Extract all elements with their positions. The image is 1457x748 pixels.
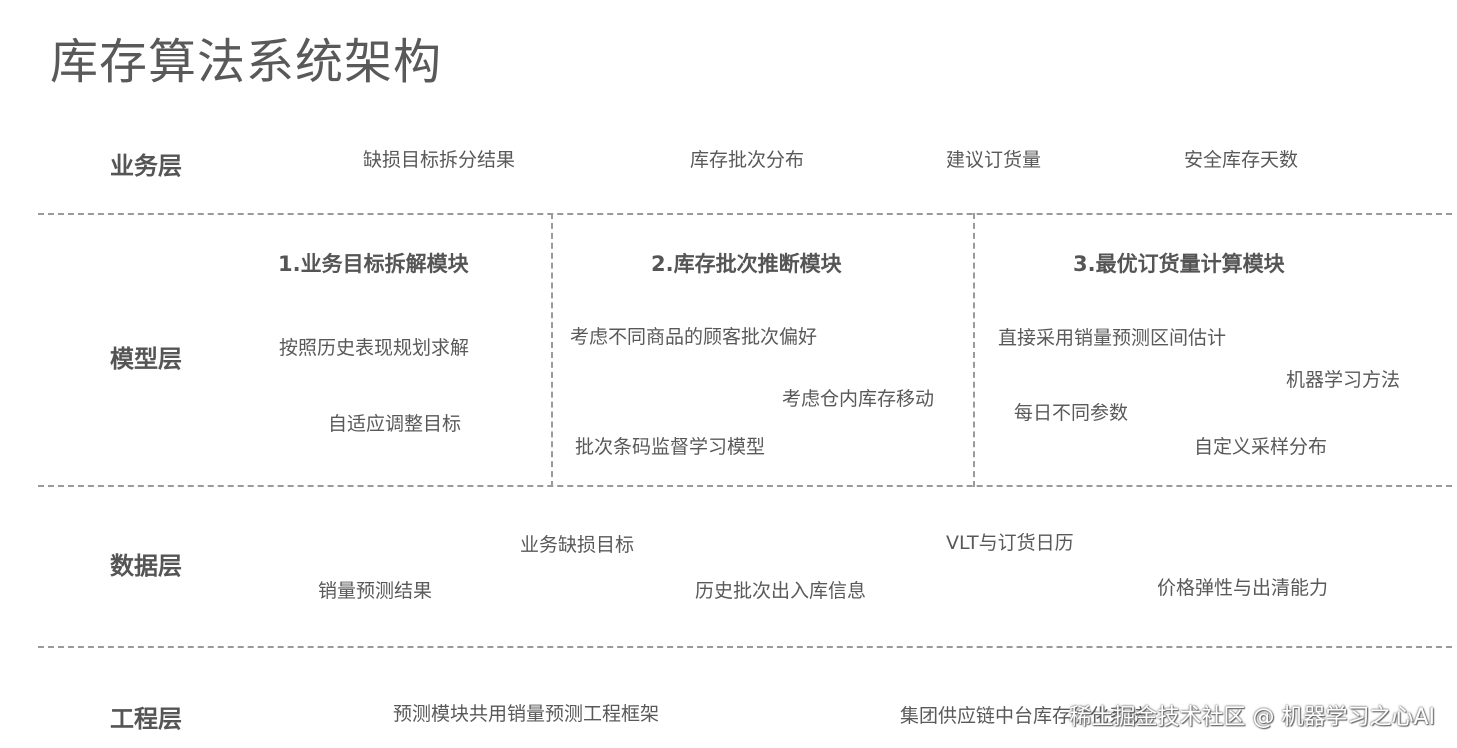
divider-data-engineering [38,646,1452,648]
divider-module-1-2 [551,213,553,487]
layer-label-model: 模型层 [110,345,182,373]
business-item: 建议订货量 [946,149,1042,171]
business-item: 缺损目标拆分结果 [363,149,516,171]
watermark-text: 稀土掘金技术社区 @ 机器学习之心AI [1069,705,1435,730]
business-item: 库存批次分布 [690,149,805,171]
data-item: 业务缺损目标 [520,534,635,556]
module-2-item: 批次条码监督学习模型 [575,436,766,458]
module-3-item: 机器学习方法 [1286,369,1401,391]
module-3-item: 每日不同参数 [1014,402,1129,424]
engineering-item: 集团供应链中台库存优化系统 [900,705,1148,727]
data-item: 销量预测结果 [318,580,433,602]
layer-label-data: 数据层 [110,552,182,580]
module-1-item: 按照历史表现规划求解 [279,337,470,359]
engineering-item: 预测模块共用销量预测工程框架 [393,703,660,725]
layer-label-engineering: 工程层 [110,705,182,733]
divider-module-2-3 [973,213,975,487]
business-item: 安全库存天数 [1184,149,1299,171]
module-title-1: 1.业务目标拆解模块 [278,252,469,276]
page-title: 库存算法系统架构 [50,34,443,90]
module-2-item: 考虑仓内库存移动 [782,388,935,410]
module-title-2: 2.库存批次推断模块 [651,252,842,276]
module-3-item: 自定义采样分布 [1194,436,1328,458]
module-1-item: 自适应调整目标 [328,413,462,435]
divider-business-model [38,213,1452,215]
data-item: VLT与订货日历 [946,532,1074,554]
divider-model-data [38,485,1452,487]
data-item: 历史批次出入库信息 [695,580,867,602]
layer-label-business: 业务层 [110,152,182,180]
data-item: 价格弹性与出清能力 [1157,577,1329,599]
module-3-item: 直接采用销量预测区间估计 [998,327,1227,349]
module-title-3: 3.最优订货量计算模块 [1073,252,1285,276]
module-2-item: 考虑不同商品的顾客批次偏好 [570,326,818,348]
